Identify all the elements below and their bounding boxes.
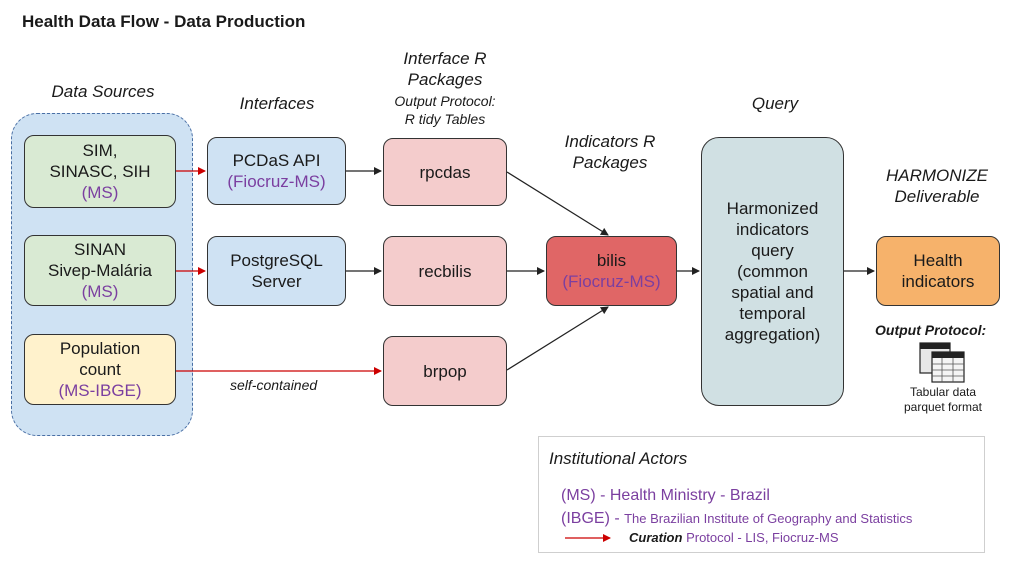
source-name: Population count [59, 339, 141, 379]
query-text: Harmonized indicators query (common spat… [724, 199, 821, 344]
source-name: SINAN Sivep-Malária [48, 240, 152, 280]
package-recbilis: recbilis [383, 236, 507, 306]
legend-ibge: (IBGE) - The Brazilian Institute of Geog… [561, 510, 912, 528]
legend-curation-text: Protocol - LIS, Fiocruz-MS [682, 530, 839, 545]
package-brpop: brpop [383, 336, 507, 406]
interface-name: PostgreSQL Server [230, 251, 323, 291]
source-sim-sinasc-sih: SIM, SINASC, SIH (MS) [24, 135, 176, 208]
indicator-name: bilis [596, 251, 627, 270]
legend-ms-text: - Health Ministry - Brazil [595, 487, 770, 504]
legend-box: Institutional Actors (MS) - Health Minis… [538, 436, 985, 553]
arrow-brpop-to-bilis [506, 306, 609, 371]
self-contained-label: self-contained [230, 377, 318, 393]
package-name: brpop [423, 361, 467, 381]
legend-curation: Curation Protocol - LIS, Fiocruz-MS [629, 530, 839, 545]
output-caption: Tabular data parquet format [903, 385, 983, 414]
source-actor: (MS) [81, 183, 119, 202]
heading-indicators-r-packages: Indicators R Packages [564, 132, 656, 172]
source-population-count: Population count (MS-IBGE) [24, 334, 176, 405]
heading-interfaces: Interfaces [239, 94, 315, 113]
legend-curation-italic: Curation [629, 530, 683, 545]
legend-ibge-abbr: (IBGE) [561, 510, 610, 527]
page-title: Health Data Flow - Data Production [22, 12, 306, 31]
heading-interface-r-packages: Interface R Packages [403, 49, 487, 89]
output-protocol-label: Output Protocol: [875, 322, 987, 338]
source-actor: (MS-IBGE) [58, 381, 142, 400]
legend-ms-abbr: (MS) [561, 487, 596, 504]
interface-actor: (Fiocruz-MS) [227, 172, 326, 191]
heading-query: Query [751, 94, 799, 113]
heading-harmonize: HARMONIZE Deliverable [886, 166, 988, 206]
source-actor: (MS) [81, 282, 119, 301]
interface-postgresql-server: PostgreSQL Server [207, 236, 346, 306]
package-name: recbilis [418, 261, 472, 281]
source-name: SIM, SINASC, SIH [49, 141, 151, 181]
query-box: Harmonized indicators query (common spat… [701, 137, 844, 406]
deliverable-text: Health indicators [901, 251, 975, 291]
legend-ibge-text: The Brazilian Institute of Geography and… [624, 511, 913, 526]
legend-ibge-dash: - [609, 510, 625, 527]
indicator-actor: (Fiocruz-MS) [562, 272, 661, 291]
heading-output-protocol-r: Output Protocol: R tidy Tables [394, 93, 496, 127]
heading-data-sources: Data Sources [51, 82, 155, 101]
interface-name: PCDaS API [232, 151, 321, 170]
deliverable-health-indicators: Health indicators [876, 236, 1000, 306]
package-name: rpcdas [419, 162, 471, 182]
indicator-package-bilis: bilis (Fiocruz-MS) [546, 236, 677, 306]
tabular-data-icon [919, 342, 965, 383]
source-sinan-sivep: SINAN Sivep-Malária (MS) [24, 235, 176, 306]
package-rpcdas: rpcdas [383, 138, 507, 206]
legend-ms: (MS) - Health Ministry - Brazil [561, 487, 770, 505]
interface-pcdas-api: PCDaS API (Fiocruz-MS) [207, 137, 346, 205]
legend-title: Institutional Actors [549, 449, 688, 468]
arrow-rpcdas-to-bilis [506, 171, 609, 236]
